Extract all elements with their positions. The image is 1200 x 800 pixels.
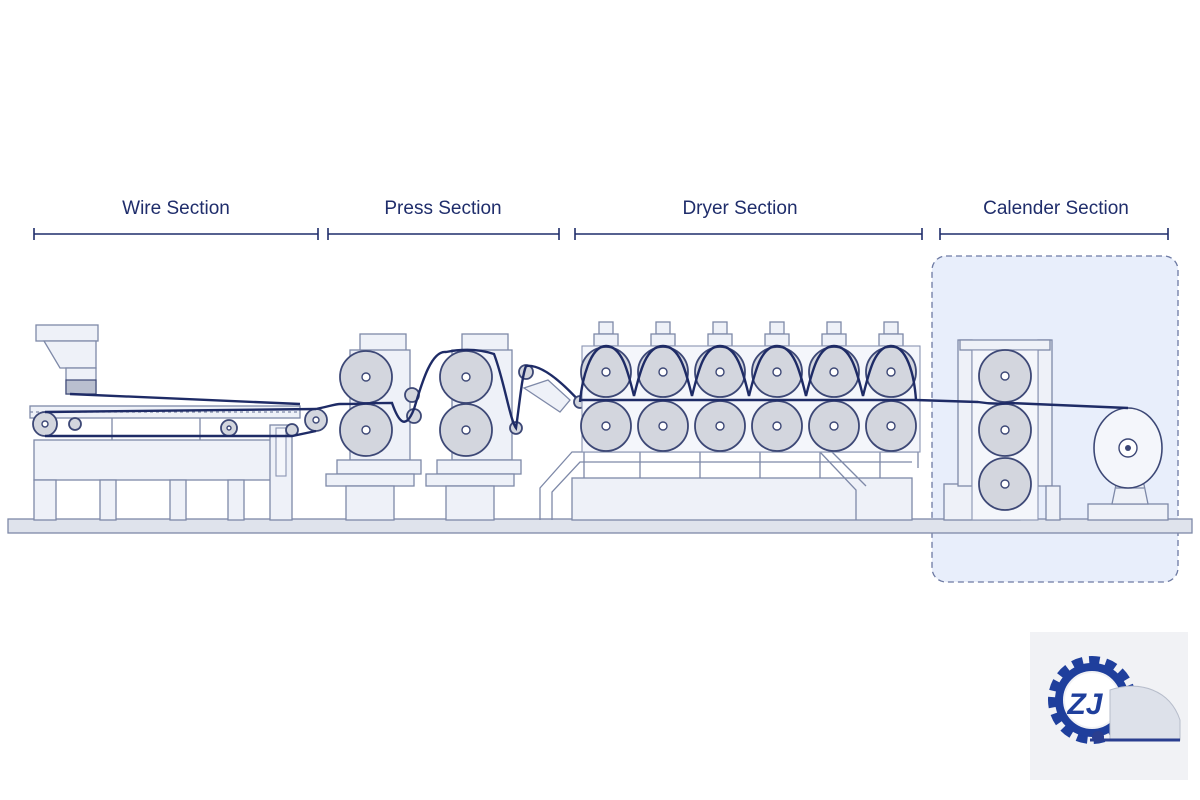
company-logo: ZJ	[1030, 632, 1188, 780]
calender-section-machine	[943, 339, 1061, 521]
press-unit-2	[425, 333, 522, 521]
dryer-cylinders-top	[580, 346, 917, 398]
headbox	[35, 324, 99, 395]
section-header-calender: Calender Section	[939, 198, 1169, 240]
press-section-machine	[315, 333, 581, 521]
wire-roll	[68, 417, 82, 431]
wire-section-machine	[29, 324, 328, 521]
logo-text: ZJ	[1066, 688, 1103, 721]
press-unit-1	[325, 333, 422, 521]
section-label-calender: Calender Section	[983, 198, 1129, 219]
paper-web-press	[315, 348, 581, 432]
section-header-wire: Wire Section	[33, 198, 319, 240]
paper-web-finish	[915, 398, 1129, 410]
section-header-dryer: Dryer Section	[574, 198, 923, 240]
dryer-cylinders-bottom	[580, 400, 917, 452]
section-bracket-calender	[939, 228, 1169, 240]
floor-base	[7, 518, 1193, 534]
reel-winder	[1087, 407, 1169, 521]
section-header-press: Press Section	[327, 198, 560, 240]
section-bracket-press	[327, 228, 560, 240]
section-label-dryer: Dryer Section	[682, 198, 797, 219]
section-bracket-dryer	[574, 228, 923, 240]
section-label-press: Press Section	[384, 198, 501, 219]
dryer-steam-heads	[593, 321, 904, 347]
forming-wire	[44, 407, 317, 438]
dryer-section-machine	[522, 321, 921, 521]
section-label-wire: Wire Section	[122, 198, 230, 219]
section-bracket-wire	[33, 228, 319, 240]
paper-web-dryer	[578, 344, 918, 403]
